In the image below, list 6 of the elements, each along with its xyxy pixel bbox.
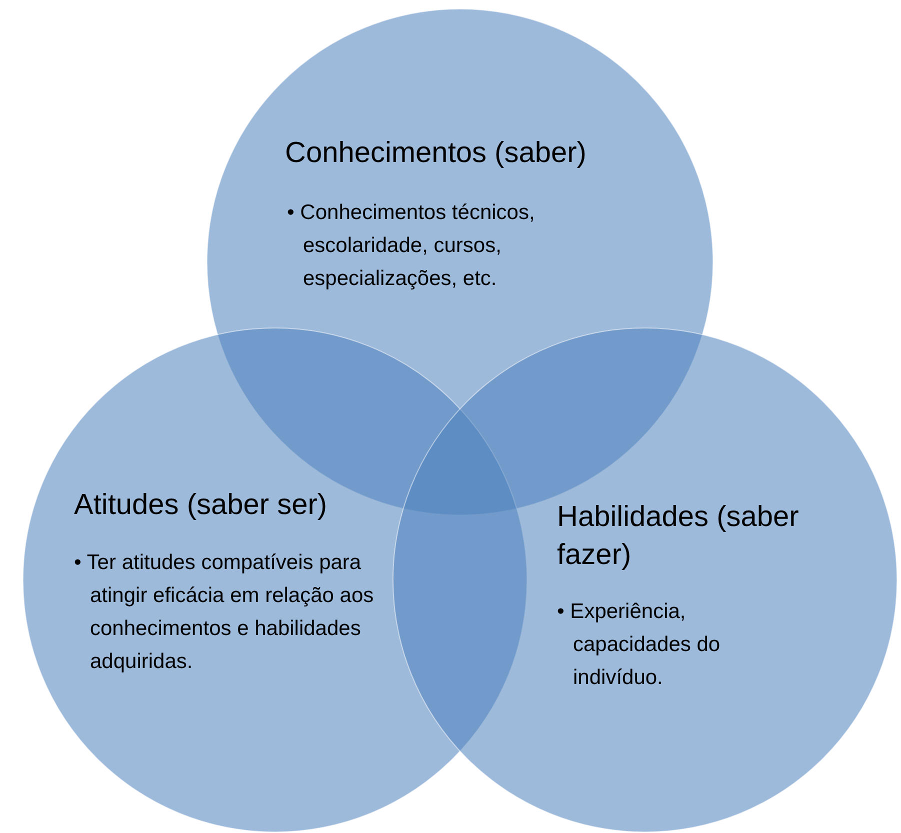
bullet-text: • Experiência, capacidades do indivíduo. (557, 599, 722, 691)
circle-heading: Conhecimentos (saber) (285, 136, 588, 171)
circle-heading: Habilidades (saber fazer) (557, 500, 800, 573)
bullet-text: • Conhecimentos técnicos, escolaridade, cursos, especializações, etc. (287, 200, 536, 292)
circle-heading: Atitudes (saber ser) (74, 488, 328, 523)
bullet-text: • Ter atitudes compatíveis para atingir eficácia em relação aos conhecimentos e habilidades adquiridas. (74, 550, 375, 675)
